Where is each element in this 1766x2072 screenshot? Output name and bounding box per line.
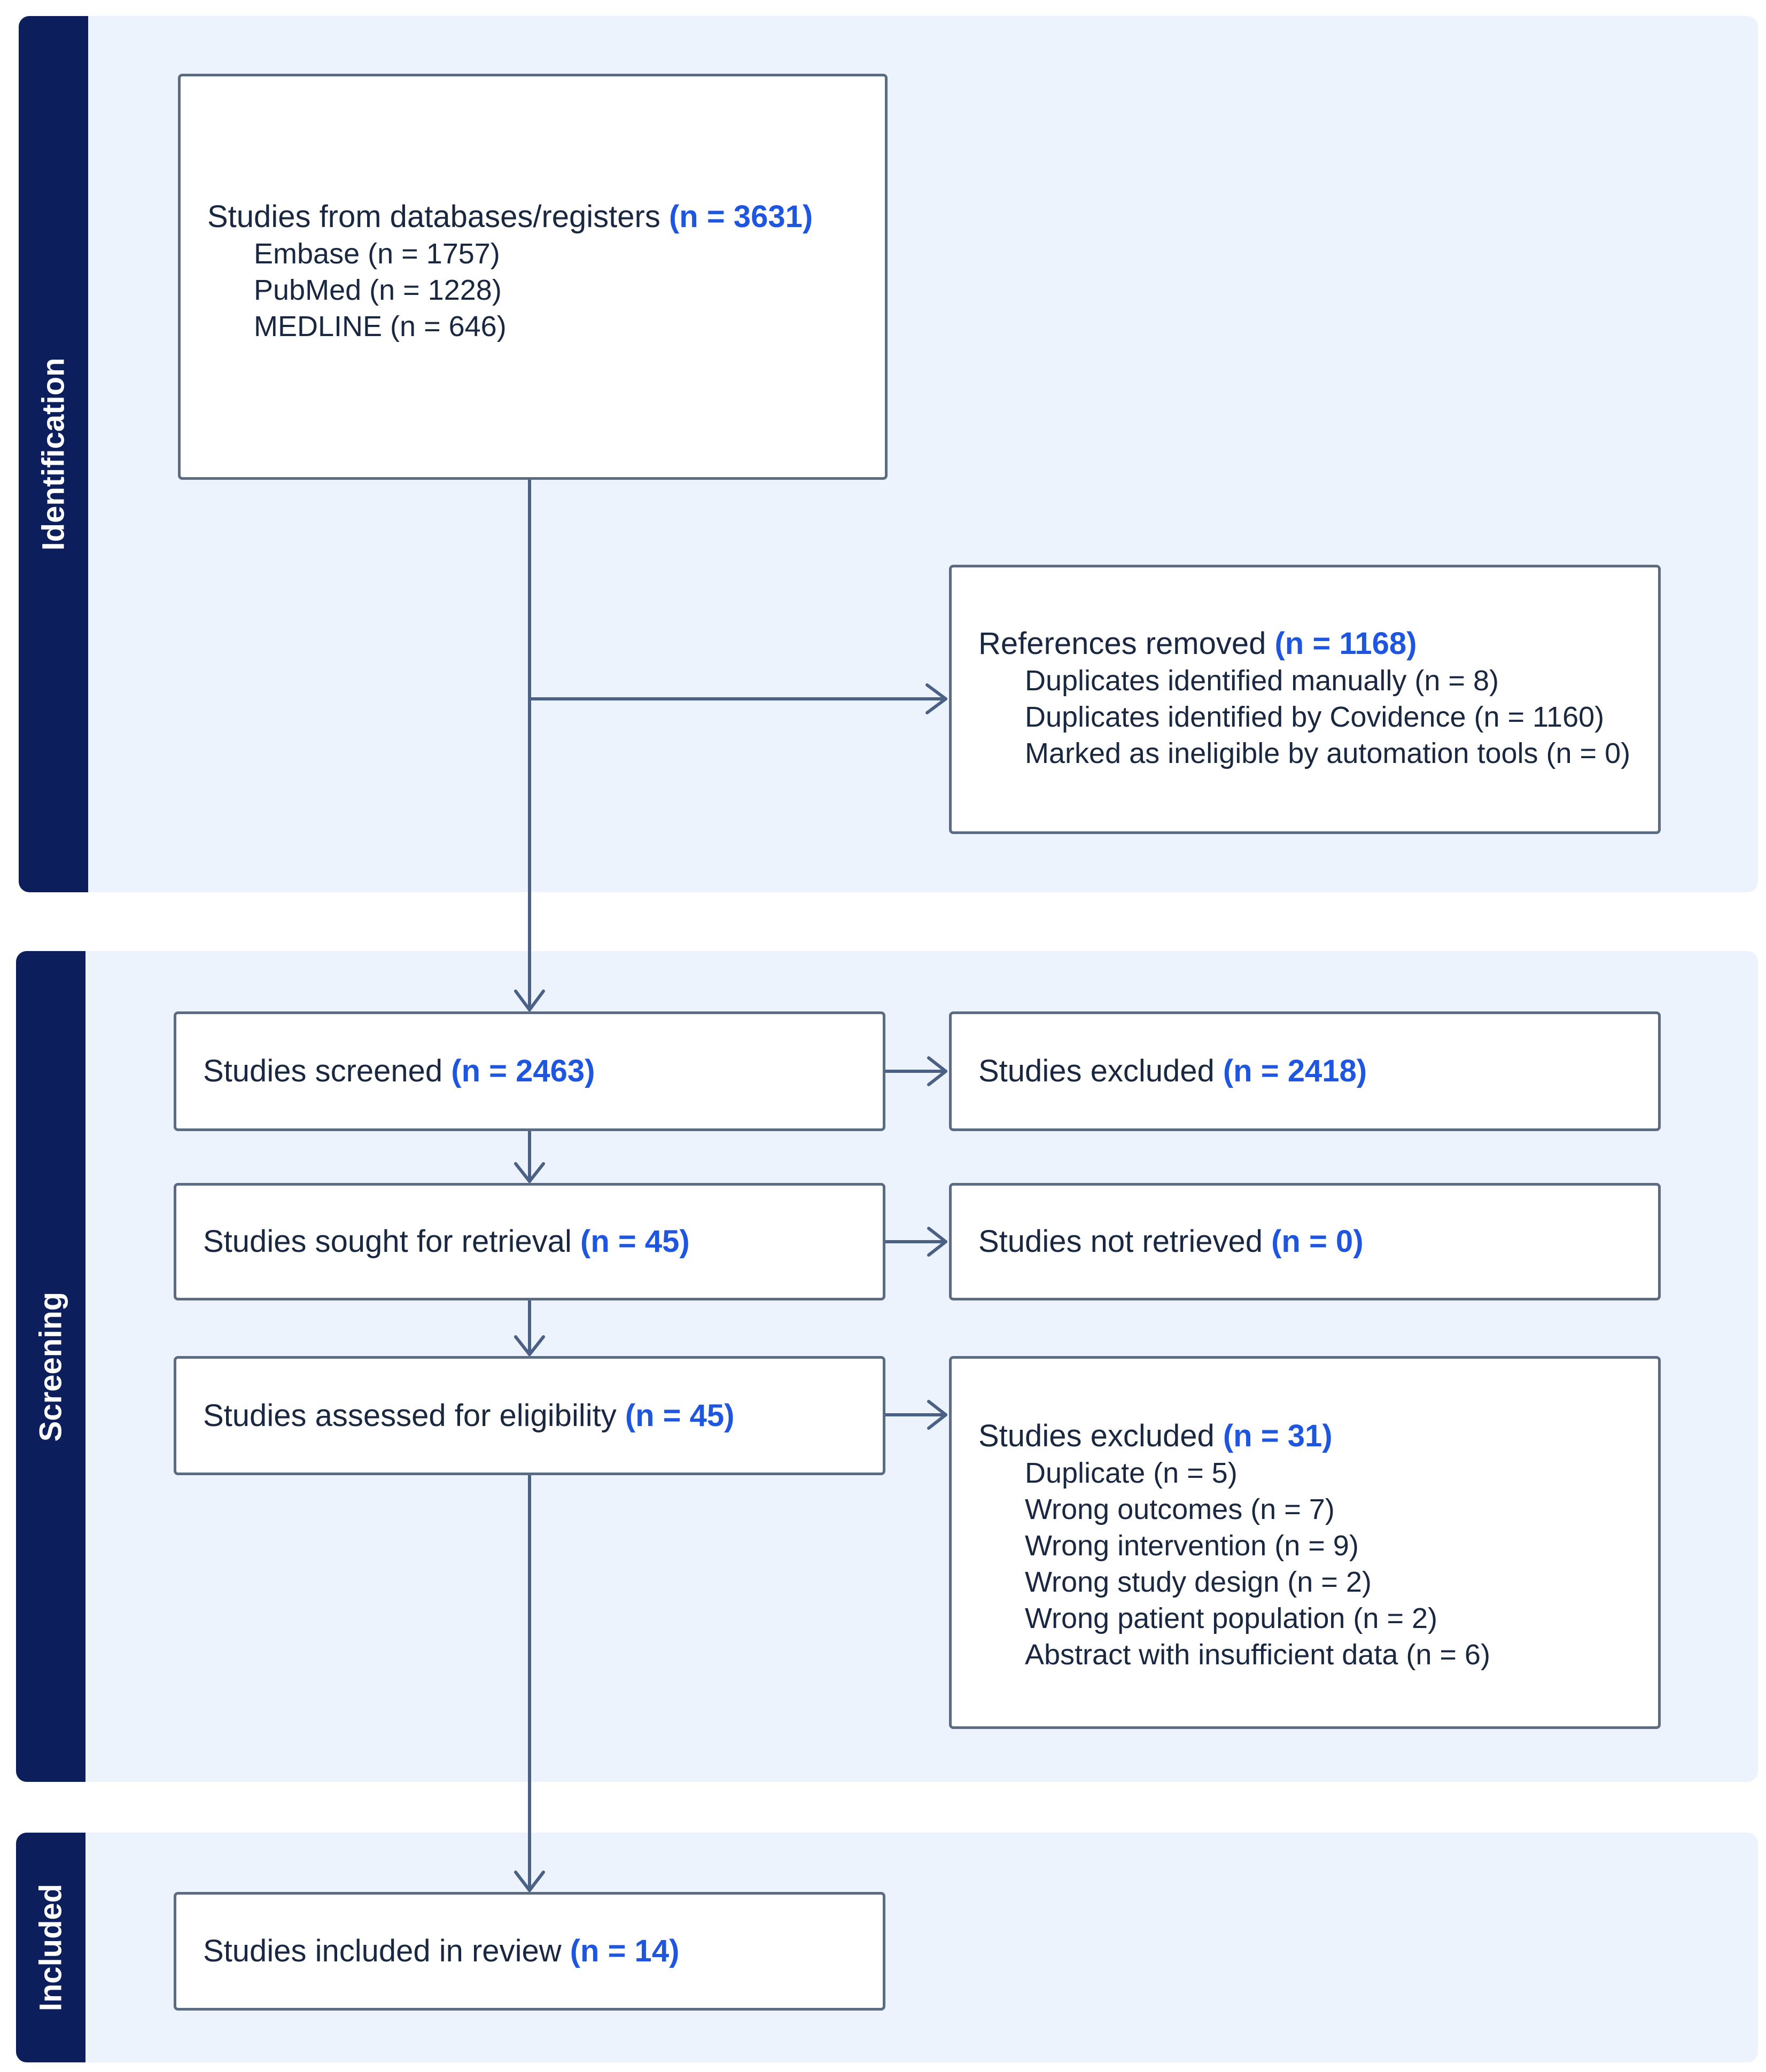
included-box: Studies included in review (n = 14) [174, 1892, 885, 2011]
databases-count: (n = 3631) [668, 199, 813, 234]
included-text: Studies included in review [203, 1934, 570, 1968]
screened-heading: Studies screened (n = 2463) [203, 1053, 867, 1090]
sought-box: Studies sought for retrieval (n = 45) [174, 1183, 885, 1300]
assessed-box: Studies assessed for eligibility (n = 45… [174, 1356, 885, 1475]
excluded-eligibility-count: (n = 31) [1223, 1419, 1333, 1453]
included-count: (n = 14) [570, 1934, 680, 1968]
list-item: Duplicates identified by Covidence (n = … [1025, 701, 1605, 733]
databases-box: Studies from databases/registers (n = 36… [178, 74, 888, 480]
sought-text: Studies sought for retrieval [203, 1224, 581, 1259]
included-heading: Studies included in review (n = 14) [203, 1933, 867, 1970]
included-label: Included [33, 1883, 68, 2012]
databases-list: Embase (n = 1757) PubMed (n = 1228) MEDL… [207, 236, 869, 345]
removed-count: (n = 1168) [1274, 626, 1417, 661]
exclusion-reasons-list: Duplicate (n = 5) Wrong outcomes (n = 7)… [978, 1455, 1642, 1673]
list-item: Wrong outcomes (n = 7) [1025, 1493, 1335, 1525]
list-item: Duplicate (n = 5) [1025, 1457, 1238, 1489]
list-item: Embase (n = 1757) [254, 238, 500, 270]
references-removed-box: References removed (n = 1168) Duplicates… [949, 565, 1661, 834]
assessed-heading: Studies assessed for eligibility (n = 45… [203, 1397, 867, 1435]
excluded-eligibility-heading: Studies excluded (n = 31) [978, 1417, 1642, 1455]
list-item: Wrong study design (n = 2) [1025, 1566, 1372, 1598]
excluded-screening-text: Studies excluded [978, 1054, 1223, 1088]
included-section-bar: Included [16, 1833, 85, 2062]
screened-count: (n = 2463) [451, 1054, 595, 1088]
not-retrieved-box: Studies not retrieved (n = 0) [949, 1183, 1661, 1300]
databases-heading: Studies from databases/registers (n = 36… [207, 198, 869, 236]
assessed-count: (n = 45) [625, 1398, 735, 1433]
screening-section-bar: Screening [16, 951, 85, 1782]
list-item: Wrong patient population (n = 2) [1025, 1602, 1438, 1634]
screening-label: Screening [33, 1291, 68, 1442]
identification-label: Identification [36, 357, 71, 551]
removed-heading: References removed (n = 1168) [978, 625, 1642, 663]
list-item: PubMed (n = 1228) [254, 274, 502, 306]
not-retrieved-text: Studies not retrieved [978, 1224, 1272, 1259]
screened-box: Studies screened (n = 2463) [174, 1011, 885, 1131]
excluded-screening-box: Studies excluded (n = 2418) [949, 1011, 1661, 1131]
list-item: Wrong intervention (n = 9) [1025, 1530, 1359, 1562]
not-retrieved-heading: Studies not retrieved (n = 0) [978, 1223, 1642, 1260]
list-item: Abstract with insufficient data (n = 6) [1025, 1639, 1490, 1671]
excluded-screening-heading: Studies excluded (n = 2418) [978, 1053, 1642, 1090]
sought-count: (n = 45) [580, 1224, 690, 1259]
excluded-screening-count: (n = 2418) [1223, 1054, 1367, 1088]
assessed-text: Studies assessed for eligibility [203, 1398, 625, 1433]
not-retrieved-count: (n = 0) [1271, 1224, 1364, 1259]
excluded-eligibility-text: Studies excluded [978, 1419, 1223, 1453]
excluded-eligibility-box: Studies excluded (n = 31) Duplicate (n =… [949, 1356, 1661, 1729]
list-item: Marked as ineligible by automation tools… [1025, 737, 1631, 769]
list-item: Duplicates identified manually (n = 8) [1025, 665, 1499, 697]
sought-heading: Studies sought for retrieval (n = 45) [203, 1223, 867, 1260]
databases-text: Studies from databases/registers [207, 199, 669, 234]
screened-text: Studies screened [203, 1054, 452, 1088]
list-item: MEDLINE (n = 646) [254, 310, 507, 342]
identification-section-bar: Identification [19, 16, 88, 892]
removed-list: Duplicates identified manually (n = 8) D… [978, 663, 1642, 772]
removed-text: References removed [978, 626, 1275, 661]
